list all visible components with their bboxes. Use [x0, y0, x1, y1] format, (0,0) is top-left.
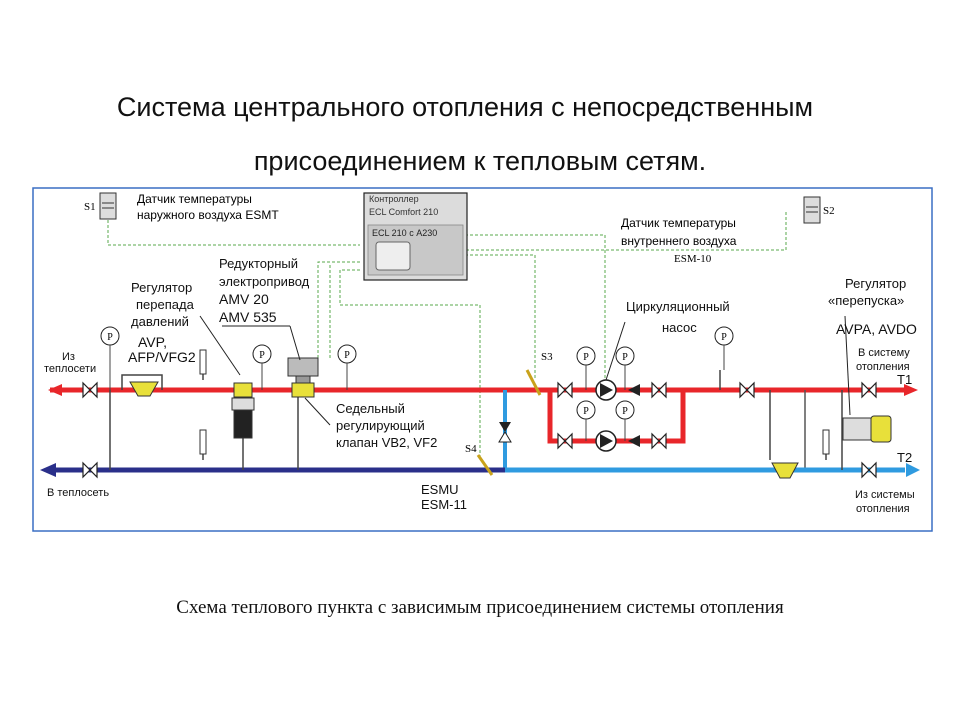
svg-text:P: P [344, 350, 350, 361]
valve-label-2: регулирующий [336, 418, 425, 433]
svg-text:P: P [259, 350, 265, 361]
signal-lines [107, 212, 787, 460]
t2-label: T2 [897, 450, 912, 465]
thermometer-icon [199, 349, 207, 375]
from-sys-label-1: Из системы [855, 489, 915, 501]
bypass-regulator-icon [842, 415, 892, 443]
avp-label-2: AFP/VFG2 [128, 349, 196, 365]
valve-label-3: клапан VB2, VF2 [336, 435, 437, 450]
s1-label: S1 [84, 201, 96, 213]
thermometer-icon [199, 429, 207, 455]
s2-desc-3: ESM-10 [674, 253, 712, 265]
return-out-arrow [40, 463, 56, 477]
valve-label-1: Седельный [336, 401, 405, 416]
sensor-s3-icon [525, 369, 542, 396]
pump-icon [595, 379, 617, 401]
to-sys-label-2: отопления [856, 361, 910, 373]
controller-display [375, 241, 411, 271]
avp-label-1: AVP, [138, 334, 167, 350]
supply-out-arrow [904, 384, 918, 396]
to-net-label: В теплосеть [47, 487, 109, 499]
bypass-label-1: Регулятор [845, 276, 906, 291]
s2-desc-2: внутреннего воздуха [621, 234, 737, 248]
valves [82, 381, 877, 479]
t1-label: T1 [897, 372, 912, 387]
esmu-label-2: ESM-11 [421, 497, 467, 512]
check-valve-icon [628, 435, 640, 447]
esmu-label-1: ESMU [421, 482, 459, 497]
pump-label-2: насос [662, 320, 697, 335]
svg-text:P: P [583, 406, 589, 417]
dp-label-3: давлений [131, 314, 189, 329]
pump-label-1: Циркуляционный [626, 299, 730, 314]
s2-desc-1: Датчик температуры [621, 216, 736, 230]
svg-text:P: P [107, 332, 113, 343]
s1-desc-2: наружного воздуха ESMT [137, 208, 279, 222]
reducer-label-3: AMV 20 [219, 291, 269, 307]
motor-valve-icon [287, 357, 319, 398]
svg-text:P: P [622, 406, 628, 417]
filter-icon [129, 381, 159, 397]
indoor-sensor-s2 [803, 196, 821, 224]
return-in-arrow [906, 463, 920, 477]
bypass-label-2: «перепуска» [828, 293, 904, 308]
s2-label: S2 [823, 205, 835, 217]
from-net-label-2: теплосети [44, 363, 96, 375]
dp-label-1: Регулятор [131, 280, 192, 295]
s3-label: S3 [541, 351, 553, 363]
thermometer-icon [822, 429, 830, 455]
to-sys-label-1: В систему [858, 347, 910, 359]
pump-icon [595, 430, 617, 452]
controller-label-1: Контроллер [369, 194, 419, 204]
dp-label-2: перепада [136, 297, 195, 312]
svg-text:P: P [721, 332, 727, 343]
reducer-label-2: электропривод [219, 274, 310, 289]
controller-label-2: ECL Comfort 210 [369, 207, 438, 217]
from-net-label-1: Из [62, 351, 75, 363]
inflow-arrow [48, 384, 62, 396]
title-line-2: присоединением к тепловым сетям. [253, 146, 707, 176]
svg-text:P: P [583, 352, 589, 363]
figure-caption: Схема теплового пункта с зависимым присо… [176, 597, 784, 618]
reducer-label-1: Редукторный [219, 256, 298, 271]
check-valve-icon [499, 422, 511, 432]
svg-text:P: P [622, 352, 628, 363]
filter-icon [771, 462, 799, 479]
outdoor-sensor-s1 [99, 192, 117, 220]
dp-regulator-icon [231, 382, 255, 439]
s4-label: S4 [465, 443, 477, 455]
from-sys-label-2: отопления [856, 503, 910, 515]
reducer-label-4: AMV 535 [219, 309, 277, 325]
s1-desc-1: Датчик температуры [137, 192, 252, 206]
pressure-gauges: P P P P P P P P [100, 326, 734, 441]
title-line-1: Система центрального отопления с непосре… [116, 92, 814, 122]
check-valve-icon [628, 384, 640, 396]
bypass-label-3: AVPA, AVDO [836, 321, 917, 337]
controller-label-3: ECL 210 с A230 [372, 228, 437, 238]
sensor-s4-icon [476, 454, 494, 476]
